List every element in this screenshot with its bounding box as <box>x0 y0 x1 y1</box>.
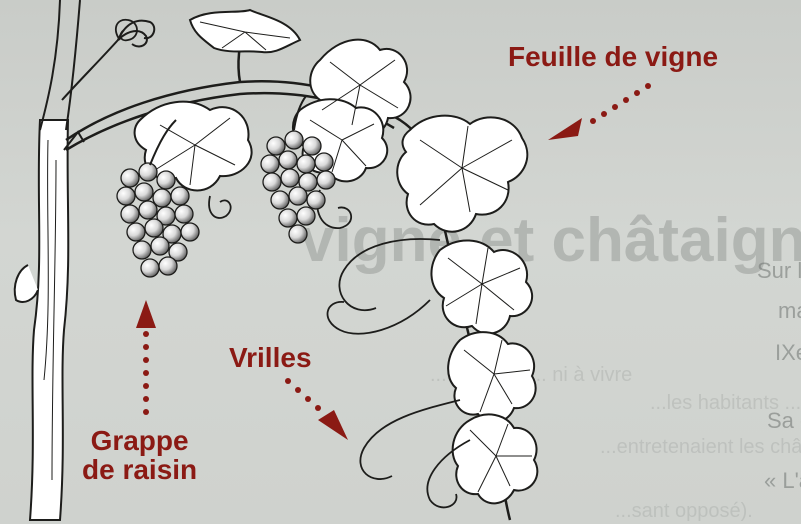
arrow-to-tendrils <box>285 378 348 440</box>
arrow-to-leaf <box>548 83 651 140</box>
leaf-bottom-right <box>448 332 536 422</box>
label-grappe-line-2: de raisin <box>82 455 197 484</box>
vine-cane <box>40 0 154 130</box>
label-vrilles: Vrilles <box>229 343 312 372</box>
vine-trunk <box>15 120 84 520</box>
leaf-big-right <box>397 116 527 232</box>
arrow-to-grapes <box>136 300 156 415</box>
leaf-top <box>190 10 300 52</box>
label-grappe-de-raisin: Grappe de raisin <box>82 426 197 485</box>
label-grappe-line-1: Grappe <box>82 426 197 455</box>
label-feuille-de-vigne: Feuille de vigne <box>508 42 718 71</box>
